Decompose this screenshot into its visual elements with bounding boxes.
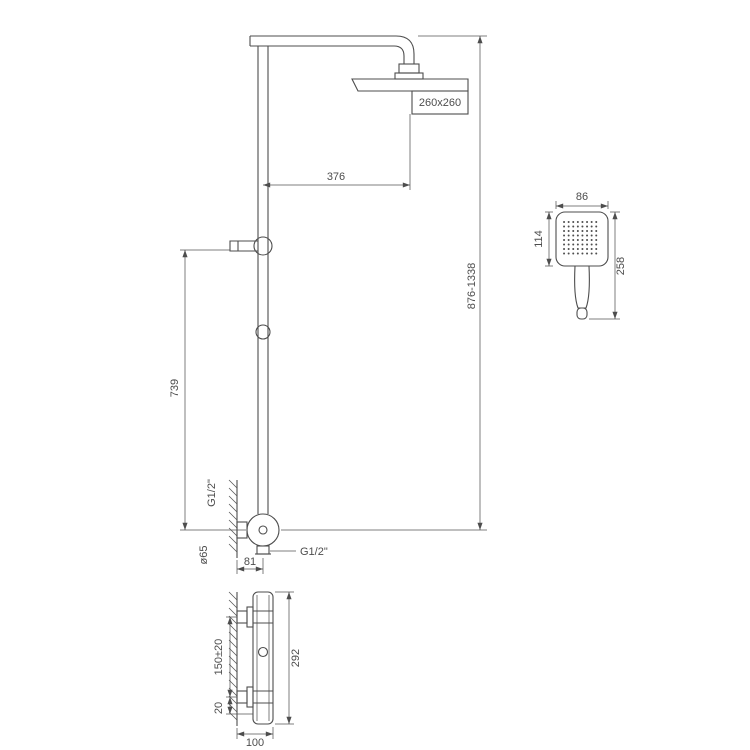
head-connector-nut: [398, 63, 420, 74]
dim-100-label: 100: [246, 737, 264, 749]
diverter-arm: [229, 240, 258, 252]
dim-739-label: 739: [169, 379, 181, 397]
dim-258-label: 258: [615, 257, 627, 275]
hand-shower-detail-view: 86 114 258: [533, 191, 627, 320]
mixer-valve-center: [258, 525, 268, 535]
dim-86-label: 86: [576, 191, 588, 203]
diverter-knob: [253, 236, 273, 256]
dim-height-range-label: 876-1338: [466, 263, 478, 310]
wall-thread-label: G1/2": [206, 479, 218, 507]
hand-shower-handle: [574, 265, 590, 309]
overhead-shower-size-label: 260x260: [419, 97, 461, 109]
dim-376-label: 376: [327, 171, 345, 183]
escutcheon-diameter-label: ø65: [198, 546, 210, 565]
dim-20-label: 20: [213, 702, 225, 714]
overhead-shower-plate: [351, 78, 469, 92]
upper-port-stub: [236, 610, 248, 624]
top-pipe-outer-edge: [250, 35, 415, 64]
mixer-outlet-stub: [256, 545, 270, 555]
mixer-valve-body: [246, 513, 280, 547]
wall-hatch-main: [228, 479, 238, 553]
head-connector-flange: [394, 72, 424, 80]
mixer-front-view: 150±20 20 292 100: [213, 591, 302, 749]
dim-292-label: 292: [290, 649, 302, 667]
lower-port-nut: [246, 686, 254, 708]
main-view-dimensions: 376 876-1338 739 81 G1/2" ø65 G1/2": [169, 35, 487, 574]
upper-port-nut: [246, 606, 254, 628]
main-elevation-view: 260x260: [228, 35, 469, 558]
hand-shower-handle-tip: [576, 307, 588, 320]
mixer-body-bar: [252, 591, 274, 725]
dim-81-label: 81: [244, 556, 256, 568]
overhead-shower-size-box: [411, 90, 469, 115]
lower-port-stub: [236, 690, 248, 704]
outlet-thread-label: G1/2": [300, 546, 328, 558]
dim-150-label: 150±20: [213, 639, 225, 676]
dim-114-label: 114: [533, 230, 545, 248]
top-pipe-inner-edge: [250, 45, 405, 64]
wall-hatch-front: [228, 591, 238, 721]
hand-shower-head: [555, 211, 609, 267]
mixer-front-detail-circle: [257, 646, 269, 658]
slider-ring: [255, 324, 271, 340]
